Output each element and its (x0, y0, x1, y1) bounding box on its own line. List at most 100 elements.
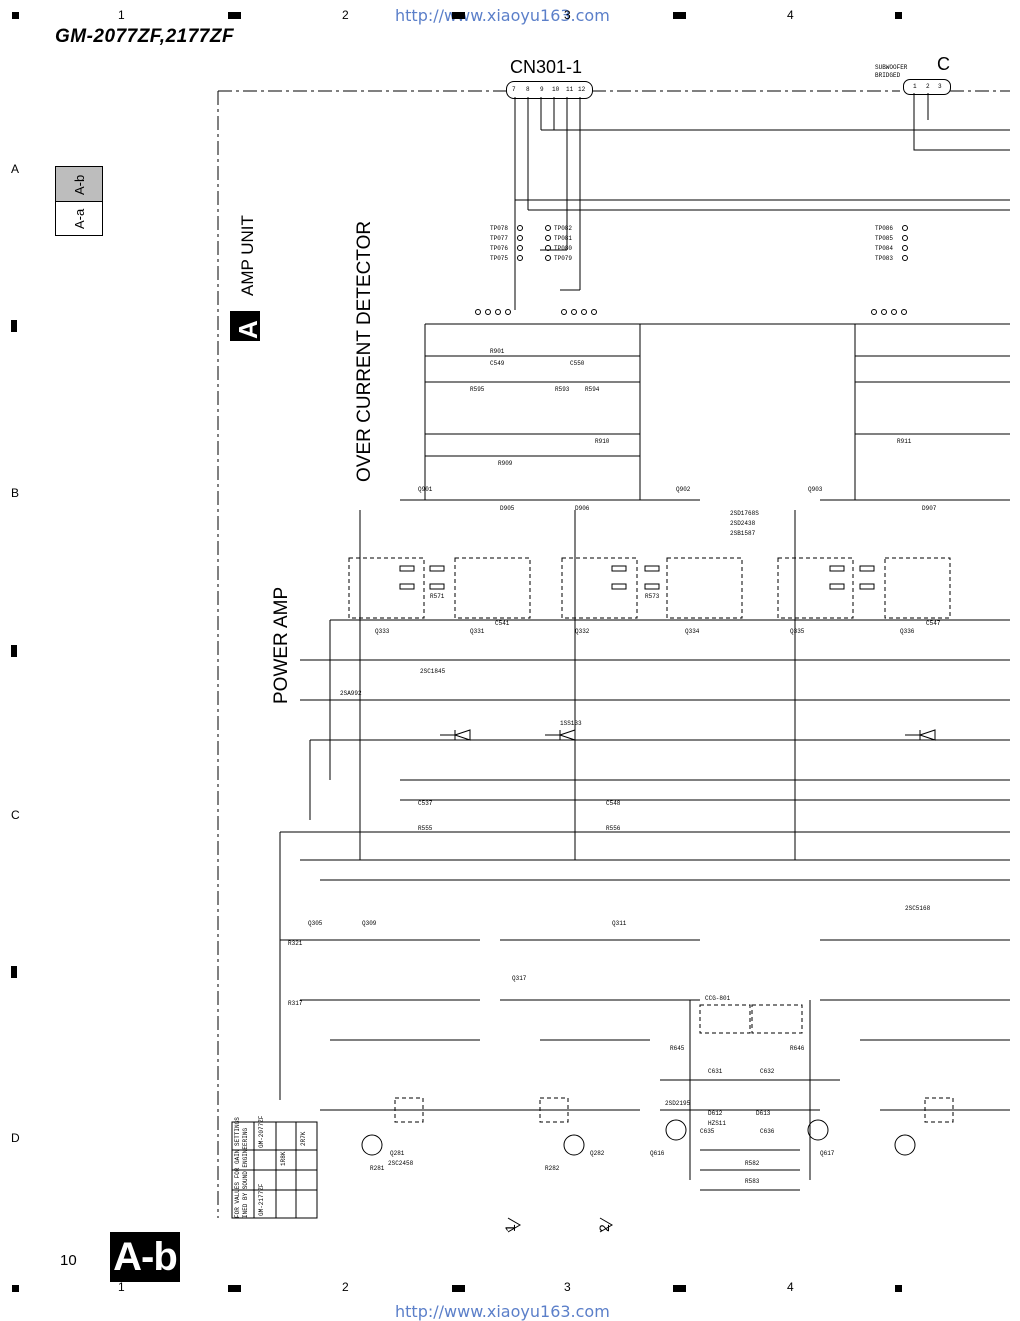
header-url: http://www.xiaoyu163.com (395, 6, 610, 25)
corner-marker-tl (12, 12, 19, 19)
component-label: C537 (418, 800, 433, 807)
component-label: R571 (430, 593, 445, 600)
component-label: D906 (575, 505, 590, 512)
component-label: R645 (670, 1045, 685, 1052)
corner-marker-tr (895, 12, 902, 19)
tp-label: TP085 (875, 235, 894, 242)
component-label: Q281 (390, 1150, 405, 1157)
component-label: C635 (700, 1128, 715, 1135)
footer-grid-col-3: 3 (564, 1280, 571, 1294)
component-label: Q317 (512, 975, 527, 982)
component-label: R593 (555, 386, 570, 393)
tp-label: TP080 (554, 245, 573, 252)
component-label: D613 (756, 1110, 771, 1117)
component-label: Q903 (808, 486, 823, 493)
component-label: D612 (708, 1110, 723, 1117)
grid-col-3: 3 (564, 8, 571, 22)
component-label: R646 (790, 1045, 805, 1052)
component-label: D905 (500, 505, 515, 512)
pin-12: 12 (578, 86, 586, 93)
gain-note-line2: INED BY SOUND ENGINEERING (242, 1127, 249, 1218)
grid-col-2: 2 (342, 8, 349, 22)
tp-label: TP075 (490, 255, 509, 262)
tp-label: TP082 (554, 225, 573, 232)
right-connector-title: C (937, 54, 950, 74)
grid-row-d: D (11, 1131, 20, 1145)
component-label: R321 (288, 940, 303, 947)
component-label: R573 (645, 593, 660, 600)
right-pin-2: 2 (926, 83, 930, 90)
component-label: 2SD2195 (665, 1100, 691, 1107)
footer-grid-col-1: 1 (118, 1280, 125, 1294)
component-label: Q331 (470, 628, 485, 635)
bottom-ref-2: 2 (596, 1224, 612, 1232)
component-label: 2SC2458 (388, 1160, 414, 1167)
gain-table-header-2077: GM-2077ZF (258, 1115, 265, 1148)
component-label: Q333 (375, 628, 390, 635)
gain-value-2177: 2R7K (300, 1131, 307, 1146)
component-label: R594 (585, 386, 600, 393)
component-label: C549 (490, 360, 505, 367)
corner-marker-bl (12, 1285, 19, 1292)
connector-title: CN301-1 (510, 57, 583, 77)
component-label: Q309 (362, 920, 377, 927)
tp-label: TP083 (875, 255, 894, 262)
grid-tick (452, 1285, 465, 1292)
component-label: Q616 (650, 1150, 665, 1157)
grid-col-4: 4 (787, 8, 794, 22)
component-label: HZS11 (708, 1120, 727, 1127)
component-label: Q902 (676, 486, 691, 493)
grid-tick (228, 1285, 241, 1292)
bridged-label: BRIDGED (875, 72, 901, 79)
component-label: R910 (595, 438, 610, 445)
component-label: Q311 (612, 920, 627, 927)
footer-url: http://www.xiaoyu163.com (395, 1302, 610, 1321)
component-label: R911 (897, 438, 912, 445)
gain-value-2077: 1R8K (280, 1151, 287, 1166)
gain-table-header-2177: GM-2177ZF (258, 1183, 265, 1216)
page-badge: A-b (110, 1232, 180, 1282)
tp-label: TP077 (490, 235, 509, 242)
right-pin-1: 1 (913, 83, 917, 90)
component-label: Q335 (790, 628, 805, 635)
page-number: 10 (60, 1252, 77, 1269)
grid-row-a: A (11, 162, 20, 176)
component-label: R282 (545, 1165, 560, 1172)
component-label: CCG-801 (705, 995, 731, 1002)
component-label: R555 (418, 825, 433, 832)
section-letter-badge: A (230, 311, 263, 341)
sheet-index-tab: A-b A-a (55, 166, 103, 236)
component-label: Q332 (575, 628, 590, 635)
right-pin-3: 3 (938, 83, 942, 90)
component-label: 1SS133 (560, 720, 582, 727)
component-label: C550 (570, 360, 585, 367)
component-label: 2SA992 (340, 690, 362, 697)
pin-11: 11 (566, 86, 574, 93)
connector-cn301-body (506, 81, 593, 99)
gain-note-line1: FOR VALUES FOR GAIN SETTINGS (234, 1117, 241, 1218)
grid-tick (673, 12, 686, 19)
tp-label: TP081 (554, 235, 573, 242)
component-label: C631 (708, 1068, 723, 1075)
component-label: R909 (498, 460, 513, 467)
component-label: 2SD2438 (730, 520, 756, 527)
grid-tick (673, 1285, 686, 1292)
tp-label: TP076 (490, 245, 509, 252)
component-label: R281 (370, 1165, 385, 1172)
component-label: C547 (926, 620, 941, 627)
grid-tick (228, 12, 241, 19)
component-label: 2SC5168 (905, 905, 931, 912)
footer-grid-col-4: 4 (787, 1280, 794, 1294)
grid-row-b: B (11, 486, 20, 500)
tp-label: TP078 (490, 225, 509, 232)
corner-marker-br (895, 1285, 902, 1292)
grid-tick (452, 12, 465, 19)
grid-col-1: 1 (118, 8, 125, 22)
tab-active-cell (56, 167, 102, 202)
component-label: C632 (760, 1068, 775, 1075)
tp-label: TP086 (875, 225, 894, 232)
component-label: Q336 (900, 628, 915, 635)
pin-10: 10 (552, 86, 560, 93)
component-label: R556 (606, 825, 621, 832)
